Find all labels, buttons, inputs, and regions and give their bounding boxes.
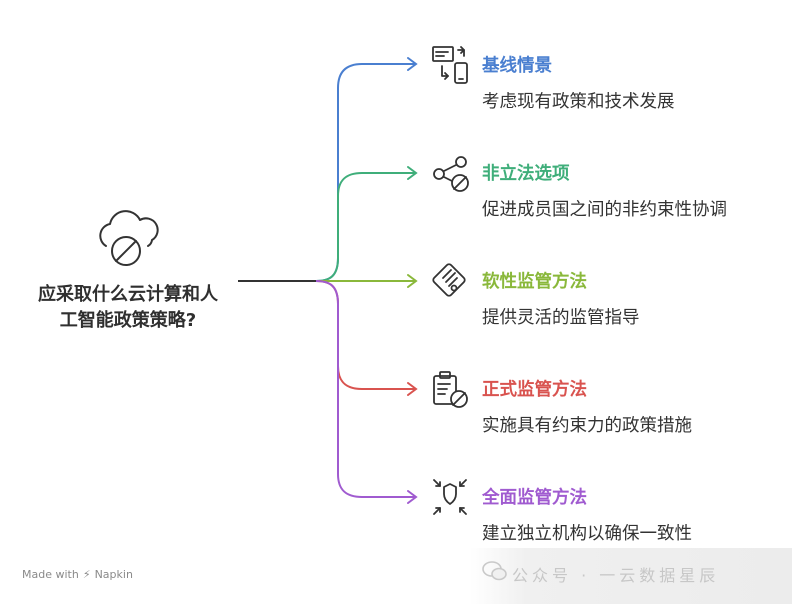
- branch-desc-comprehensive: 建立独立机构以确保一致性: [482, 524, 692, 544]
- wechat-logo-icon: [482, 561, 507, 581]
- branch-connector-comprehensive: [315, 280, 416, 498]
- branch-title-formal: 正式监管方法: [482, 380, 587, 400]
- branch-desc-formal: 实施具有约束力的政策措施: [482, 416, 692, 436]
- made-with-label: Made with: [22, 568, 79, 581]
- branch-connector-non-legislative: [315, 172, 416, 282]
- arrowhead: [407, 490, 418, 504]
- cloud-blocked-icon: [99, 210, 159, 266]
- branch-title-soft: 软性监管方法: [482, 272, 587, 292]
- central-question-line-2: 工智能政策策略?: [59, 310, 197, 331]
- branch-desc-soft: 提供灵活的监管指导: [482, 308, 640, 328]
- clipboard-blocked-icon: [433, 371, 468, 408]
- devices-sync-icon: [432, 46, 468, 84]
- branch-desc-non-legislative: 促进成员国之间的非约束性协调: [482, 200, 727, 220]
- branch-desc-baseline: 考虑现有政策和技术发展: [482, 92, 675, 112]
- central-question: 应采取什么云计算和人工智能政策策略?: [14, 282, 242, 334]
- arrowhead: [407, 382, 418, 396]
- arrowhead: [407, 57, 418, 71]
- branch-connector-formal: [315, 280, 416, 390]
- branch-title-baseline: 基线情景: [482, 56, 552, 76]
- arrowhead: [407, 274, 418, 288]
- made-with-credit: Made with ⚡ Napkin: [22, 568, 133, 581]
- napkin-brand: Napkin: [94, 568, 133, 581]
- watermark-text: 公众号 · 一云数据星辰: [512, 566, 720, 585]
- arrowhead: [407, 166, 418, 180]
- napkin-logo-icon: ⚡: [82, 568, 91, 581]
- branch-title-comprehensive: 全面监管方法: [482, 488, 587, 508]
- watermark-background: [470, 548, 792, 604]
- network-blocked-icon: [433, 156, 469, 192]
- shield-arrows-icon: [433, 479, 467, 515]
- branch-title-non-legislative: 非立法选项: [482, 164, 570, 184]
- central-question-line-1: 应采取什么云计算和人: [38, 284, 218, 305]
- document-tag-icon: [432, 263, 466, 297]
